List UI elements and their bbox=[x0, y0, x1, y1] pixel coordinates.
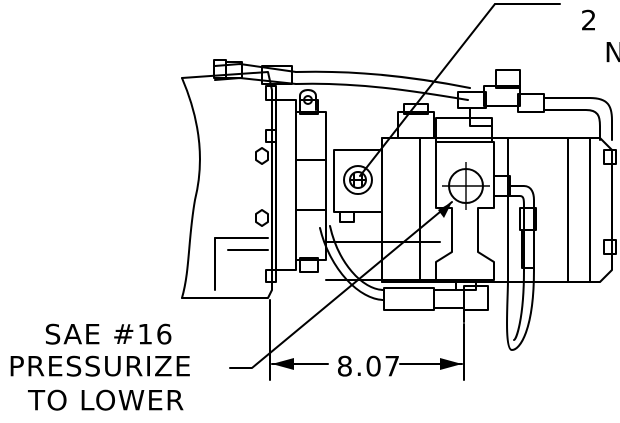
callout-top-right: 2 N bbox=[580, 4, 620, 69]
fitting-top-right bbox=[457, 69, 613, 141]
leader-lines bbox=[229, 3, 561, 369]
callout-top-right-line-1: 2 bbox=[580, 4, 599, 37]
callout-line-3: TO LOWER bbox=[27, 384, 186, 417]
pump-body bbox=[325, 103, 617, 283]
callout-line-1: SAE #16 bbox=[44, 318, 174, 351]
valve-body bbox=[435, 117, 511, 291]
coupling-adapter bbox=[275, 89, 327, 273]
callout-line-2: PRESSURIZE bbox=[8, 350, 193, 383]
callout-sae-16: SAE #16 PRESSURIZE TO LOWER bbox=[8, 318, 193, 417]
dimension-value: 8.07 bbox=[336, 350, 402, 383]
hex-bolt-lower bbox=[255, 209, 269, 227]
hose-right bbox=[506, 185, 537, 351]
hose-bottom bbox=[319, 225, 489, 323]
hex-bolt-upper bbox=[255, 147, 269, 165]
dimension-8-07: 8.07 bbox=[269, 299, 465, 383]
motor-housing bbox=[181, 71, 277, 299]
dim-arrow-left bbox=[272, 358, 294, 370]
hose-top-left bbox=[213, 59, 471, 101]
solenoid-port-circle bbox=[343, 165, 373, 195]
dim-arrow-right bbox=[440, 358, 462, 370]
manifold-block bbox=[333, 149, 383, 223]
callout-top-right-line-2: N bbox=[604, 36, 620, 69]
